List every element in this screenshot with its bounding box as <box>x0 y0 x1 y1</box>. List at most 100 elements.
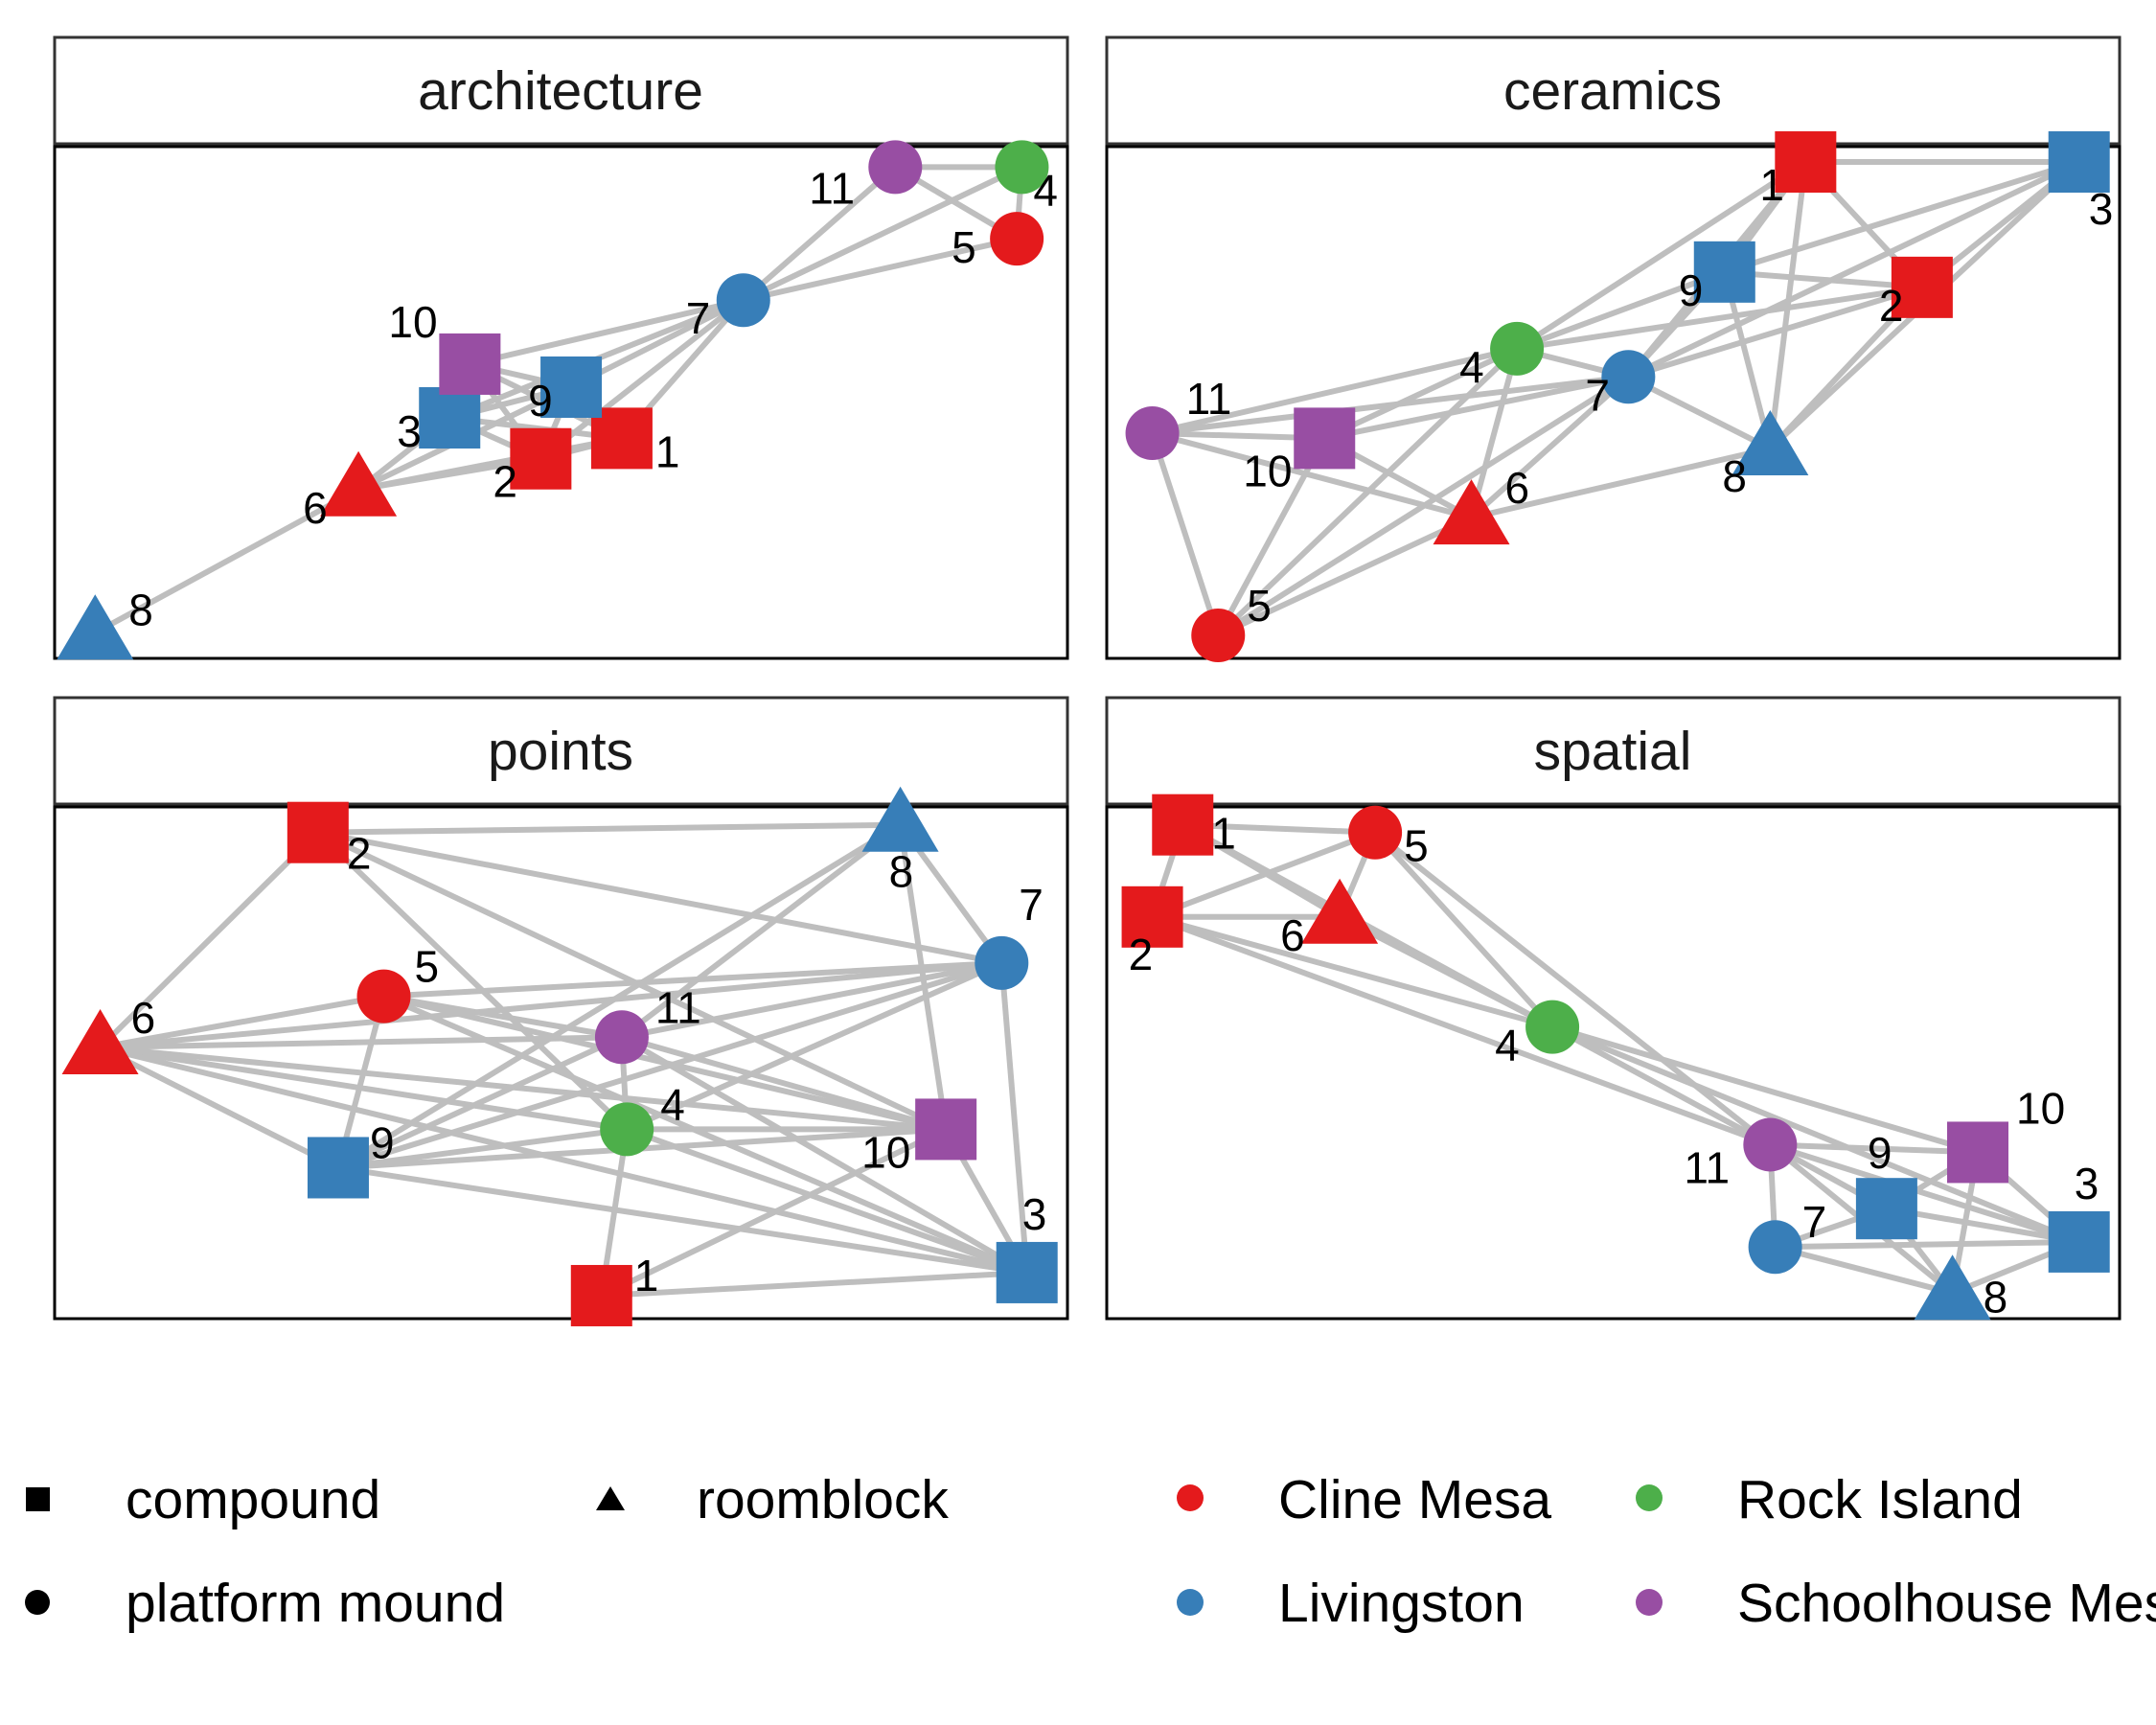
node-label-4: 4 <box>1459 342 1484 392</box>
legend-label-rock-island: Rock Island <box>1737 1469 2023 1530</box>
node-4 <box>1490 321 1545 376</box>
node-label-6: 6 <box>1280 910 1305 960</box>
node-label-3: 3 <box>2089 184 2114 234</box>
edge-11-3 <box>620 1034 1029 1276</box>
node-8 <box>1732 410 1809 476</box>
node-label-6: 6 <box>303 483 328 533</box>
node-label-4: 4 <box>1033 165 1058 215</box>
edge-10-4 <box>1322 346 1519 442</box>
edge-5-7 <box>1216 374 1630 638</box>
node-label-3: 3 <box>2075 1159 2099 1208</box>
edge-7-3 <box>998 962 1030 1274</box>
node-label-4: 4 <box>1495 1021 1520 1070</box>
node-6 <box>320 450 398 517</box>
edge-5-6 <box>1217 515 1473 638</box>
node-2 <box>1891 256 1953 318</box>
node-label-5: 5 <box>952 222 976 272</box>
strip-spatial <box>1105 696 2122 806</box>
node-5 <box>1191 608 1246 662</box>
node-label-10: 10 <box>1243 446 1292 495</box>
edge-9-3 <box>1886 1206 2080 1245</box>
edge-7-3 <box>1775 1238 2079 1251</box>
edge-6-7 <box>1469 375 1631 520</box>
edge-11-10 <box>621 1034 947 1133</box>
edge-11-8 <box>620 822 903 1040</box>
node-9 <box>307 1137 369 1199</box>
node-1 <box>1152 794 1214 856</box>
edge-11-6 <box>1151 430 1473 521</box>
edge-5-4 <box>1216 346 1520 638</box>
edge-1-5 <box>1182 821 1376 836</box>
edge-10-8 <box>897 824 950 1130</box>
edge-11-4 <box>1151 346 1518 436</box>
node-label-7: 7 <box>1802 1197 1827 1247</box>
node-label-10: 10 <box>861 1127 910 1177</box>
node-10 <box>915 1098 977 1161</box>
node-label-5: 5 <box>1247 581 1272 631</box>
edge-10-5 <box>1215 436 1327 637</box>
edge-4-3 <box>626 1126 1028 1276</box>
node-5 <box>1348 805 1403 860</box>
edge-2-8 <box>317 821 901 836</box>
edge-6-3 <box>99 1045 1028 1276</box>
node-7 <box>716 273 770 328</box>
edge-2-7 <box>317 829 1002 966</box>
node-3 <box>2048 1210 2110 1273</box>
node-8 <box>861 786 939 852</box>
node-label-8: 8 <box>1722 451 1747 501</box>
edge-4-7 <box>625 960 1003 1133</box>
edge-7-5 <box>743 236 1018 304</box>
legend-schoolhouse-mesa-dot-icon <box>1636 1589 1663 1616</box>
node-label-1: 1 <box>655 426 680 476</box>
edge-1-10 <box>600 1126 948 1299</box>
legend-label-schoolhouse-mesa: Schoolhouse Mesa <box>1737 1573 2156 1634</box>
legend-label-compound: compound <box>126 1469 380 1530</box>
edge-5-4 <box>1372 830 1555 1029</box>
edge-8-6 <box>93 487 360 635</box>
edge-4-11 <box>1550 1024 1772 1148</box>
edge-6-4 <box>1468 348 1520 518</box>
node-label-11: 11 <box>809 163 855 213</box>
node-label-9: 9 <box>528 376 553 426</box>
node-7 <box>975 935 1029 990</box>
node-label-7: 7 <box>686 293 711 343</box>
edge-4-3 <box>1550 1024 2080 1245</box>
strip-title-architecture: architecture <box>418 60 703 122</box>
node-11 <box>1743 1117 1798 1172</box>
edge-9-7 <box>337 960 1003 1171</box>
legend-cline-mesa-dot-icon <box>1177 1484 1204 1511</box>
node-label-1: 1 <box>634 1251 659 1300</box>
legend-label-roomblock: roomblock <box>697 1469 949 1530</box>
node-label-6: 6 <box>131 993 156 1043</box>
node-11 <box>594 1010 649 1065</box>
legend-roomblock-triangle-icon <box>596 1486 625 1510</box>
node-3 <box>996 1241 1058 1303</box>
edge-4-9 <box>1516 269 1726 352</box>
edge-9-3 <box>337 1164 1028 1276</box>
strip-title-ceramics: ceramics <box>1503 60 1722 122</box>
node-5 <box>990 212 1044 266</box>
node-label-11: 11 <box>1684 1142 1730 1192</box>
node-6 <box>1433 479 1510 545</box>
legend-color-key: Cline Mesa Rock Island Livingston School… <box>1177 1469 2156 1634</box>
edge-9-3 <box>1723 159 2080 275</box>
node-10 <box>1294 407 1356 470</box>
node-7 <box>1601 350 1656 404</box>
node-4 <box>995 140 1049 195</box>
legend: compound roomblock platform mound Cline … <box>25 1469 2156 1634</box>
edge-11-3 <box>1769 1141 2080 1245</box>
node-label-9: 9 <box>1868 1128 1892 1178</box>
edge-7-2 <box>1627 284 1923 380</box>
edge-7-11 <box>741 165 898 303</box>
edge-10-7 <box>469 297 745 367</box>
node-label-4: 4 <box>660 1079 685 1129</box>
node-label-11: 11 <box>1186 374 1232 424</box>
legend-compound-square-icon <box>26 1487 50 1511</box>
edge-2-11 <box>1151 913 1772 1148</box>
edge-6-8 <box>1470 446 1772 521</box>
node-1 <box>1775 131 1837 194</box>
node-label-2: 2 <box>493 457 517 507</box>
